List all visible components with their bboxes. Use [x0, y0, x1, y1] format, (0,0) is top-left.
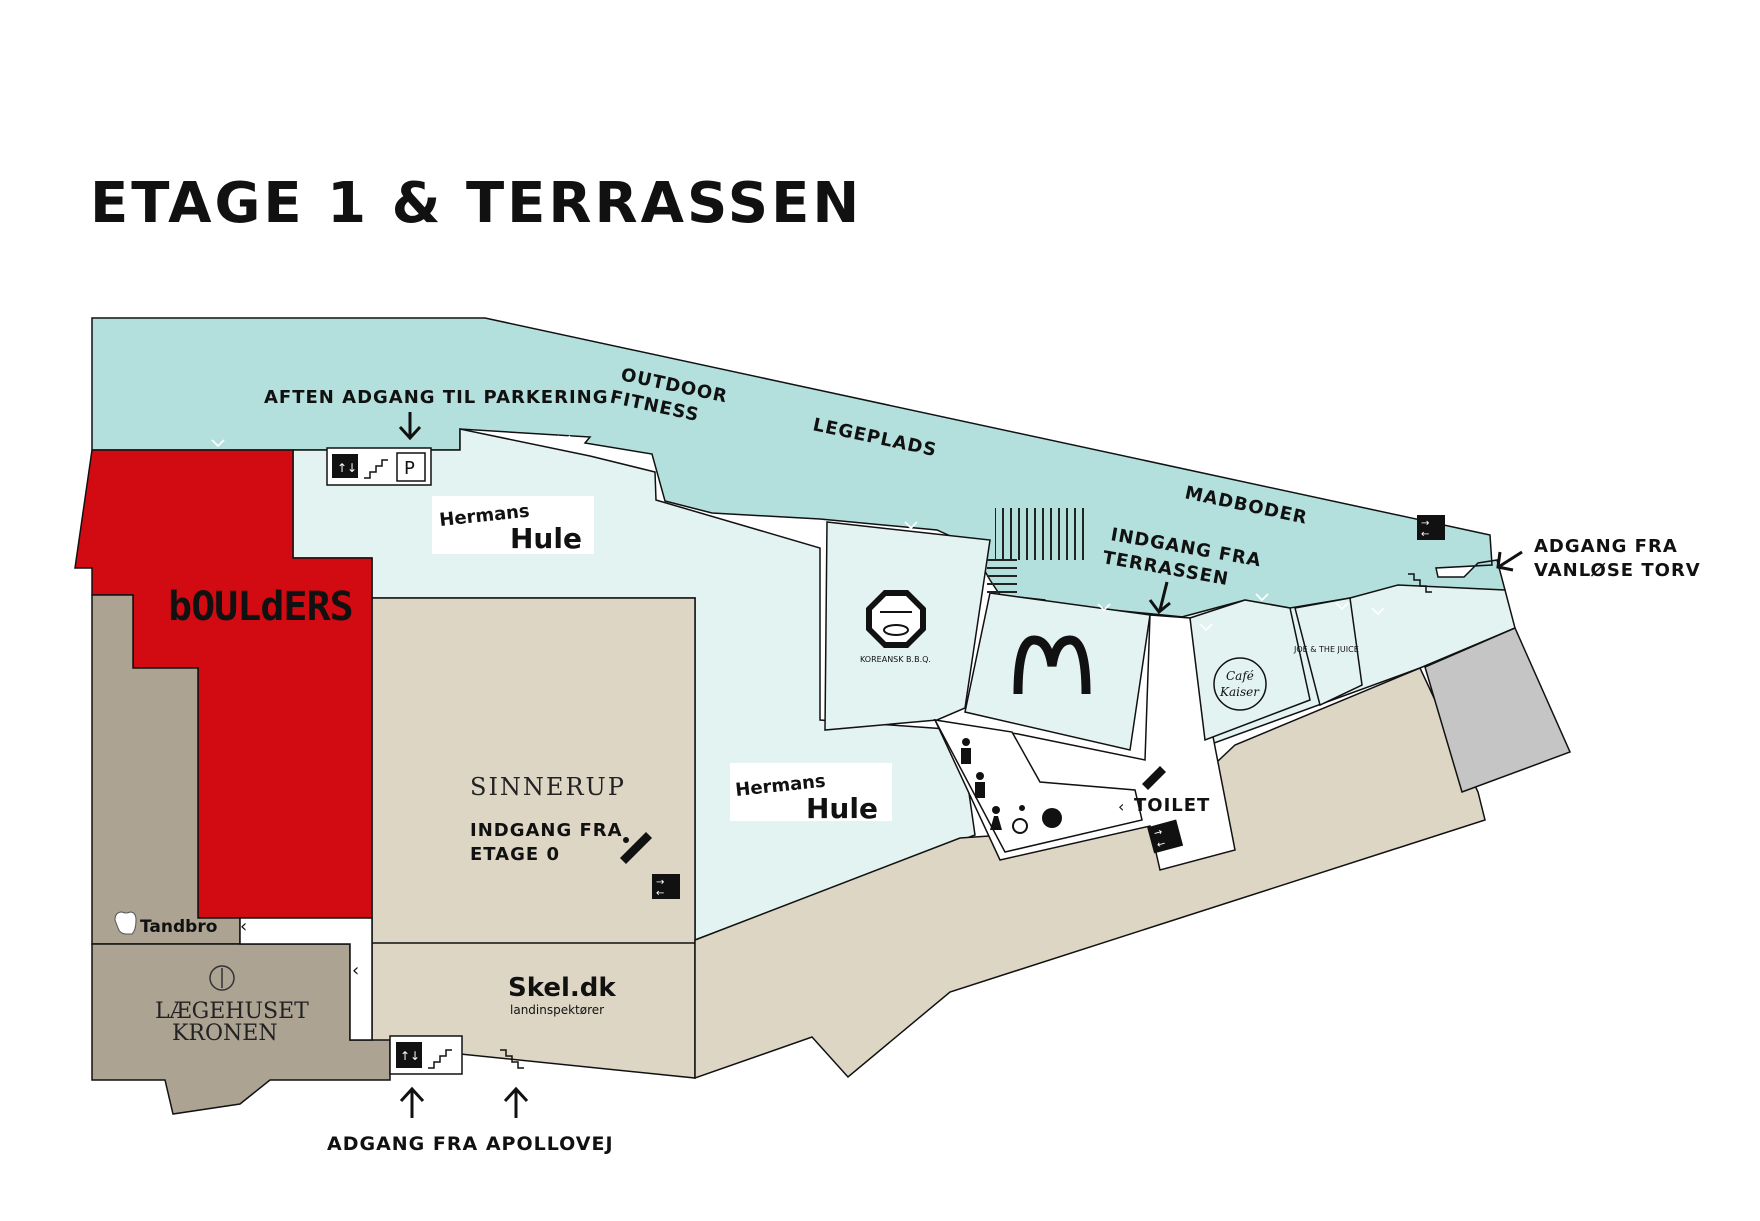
svg-text:INDGANG FRA: INDGANG FRA — [470, 820, 623, 841]
stairs-icon — [500, 1049, 524, 1069]
store-mcdonalds-area[interactable] — [964, 592, 1151, 751]
label-evening-parking: AFTEN ADGANG TIL PARKERING — [264, 387, 609, 408]
inactive-unit — [1424, 627, 1572, 793]
svg-text:landinspektører: landinspektører — [510, 1003, 604, 1017]
svg-text:Hule: Hule — [510, 522, 582, 555]
svg-text:Hule: Hule — [806, 792, 878, 825]
store-hermans-hule-mid[interactable]: Hermans Hule — [730, 763, 892, 825]
svg-text:ETAGE 0: ETAGE 0 — [470, 844, 560, 865]
exit-icon: → ← — [1417, 515, 1445, 540]
mcdonalds-logo[interactable] — [1013, 635, 1091, 695]
caduceus-icon — [209, 965, 235, 991]
elevator-icon — [396, 1042, 422, 1068]
arrow-left-icon: ‹ — [352, 960, 359, 981]
svg-text:KOREANSK B.B.Q.: KOREANSK B.B.Q. — [860, 655, 931, 664]
arrow-icon-vanlose — [1496, 550, 1523, 572]
store-tandbro-logo[interactable]: Tandbro — [114, 911, 217, 937]
exit-icon: → ← — [652, 874, 680, 899]
store-joe-area[interactable] — [1294, 597, 1363, 707]
stairs-icon — [428, 1049, 452, 1069]
label-floor0-entrance: INDGANG FRA ETAGE 0 — [470, 820, 623, 865]
steps-hatch — [995, 508, 1087, 560]
wheelchair-icon — [1012, 805, 1028, 834]
svg-text:LÆGEHUSET: LÆGEHUSET — [155, 999, 309, 1024]
store-cafe-kaiser-logo[interactable]: Café Kaiser — [1213, 657, 1267, 711]
svg-text:Skel.dk: Skel.dk — [508, 973, 616, 1003]
svg-text:ADGANG FRA: ADGANG FRA — [1534, 536, 1678, 557]
elevator-icon — [332, 454, 358, 478]
elevator-stairs-box-bottom: ↑↓ — [389, 1035, 463, 1075]
stairs-icon — [364, 459, 388, 479]
store-sinnerup-logo[interactable]: SINNERUP — [470, 773, 626, 801]
svg-text:Tandbro: Tandbro — [140, 917, 217, 937]
store-laegehuset-logo[interactable]: LÆGEHUSET KRONEN — [155, 965, 309, 1046]
arrow-left-icon: ‹ — [240, 916, 247, 937]
svg-text:↑↓: ↑↓ — [337, 461, 357, 475]
stairs-icon — [1408, 573, 1432, 593]
elevator-stairs-parking-box: ↑↓ P — [326, 447, 432, 486]
parking-label: P — [404, 458, 415, 479]
page-title: ETAGE 1 & TERRASSEN — [90, 171, 863, 236]
arrow-down-icon — [1148, 581, 1171, 615]
label-apollovej-access: ADGANG FRA APOLLOVEJ — [327, 1133, 614, 1155]
arrow-up-icon — [399, 1086, 425, 1118]
toilet-woman-icon — [990, 806, 1002, 830]
exit-icon: → ← — [1147, 819, 1184, 854]
store-skel-logo[interactable]: Skel.dk landinspektører — [508, 973, 616, 1017]
store-koreansk-logo[interactable]: KOREANSK B.B.Q. — [860, 590, 931, 664]
steps-hatch-2 — [987, 558, 1017, 593]
svg-text:→: → — [1153, 827, 1164, 840]
label-vanlose-access: ADGANG FRA VANLØSE TORV — [1534, 536, 1701, 581]
svg-text:Café: Café — [1226, 669, 1254, 683]
toilet-man-icon — [975, 772, 985, 798]
escalator-icon — [1142, 766, 1166, 790]
parking-icon — [396, 452, 426, 482]
svg-text:↑↓: ↑↓ — [400, 1049, 420, 1063]
label-toilet: TOILET — [1134, 795, 1210, 816]
svg-text:→: → — [1421, 518, 1429, 529]
store-hermans-hule-top[interactable]: Hermans Hule — [432, 496, 594, 555]
corridor-tandbro[interactable] — [239, 917, 373, 1041]
svg-text:←: ← — [1421, 529, 1429, 540]
baby-change-icon — [1042, 808, 1062, 828]
svg-text:→: → — [656, 877, 664, 888]
svg-text:←: ← — [656, 888, 664, 899]
svg-text:Kaiser: Kaiser — [1219, 685, 1260, 699]
toilet-icons — [961, 738, 1062, 834]
store-boulders-logo[interactable]: bOULdERS — [168, 584, 354, 630]
svg-text:←: ← — [1156, 838, 1167, 851]
arrow-left-icon: ‹ — [1118, 797, 1124, 816]
door-markers — [211, 435, 1385, 632]
arrow-up-icon — [503, 1086, 529, 1118]
escalator-icon — [620, 832, 652, 864]
svg-text:KRONEN: KRONEN — [172, 1021, 278, 1046]
store-cafe-kaiser-area[interactable] — [1189, 599, 1311, 742]
tooth-icon — [114, 911, 137, 935]
toilet-room — [933, 719, 1143, 853]
svg-text:VANLØSE TORV: VANLØSE TORV — [1534, 560, 1701, 581]
arrow-down-icon — [398, 412, 422, 441]
store-joe-logo[interactable]: JOE & THE JUICE — [1293, 645, 1359, 654]
toilet-man-icon — [961, 738, 971, 764]
